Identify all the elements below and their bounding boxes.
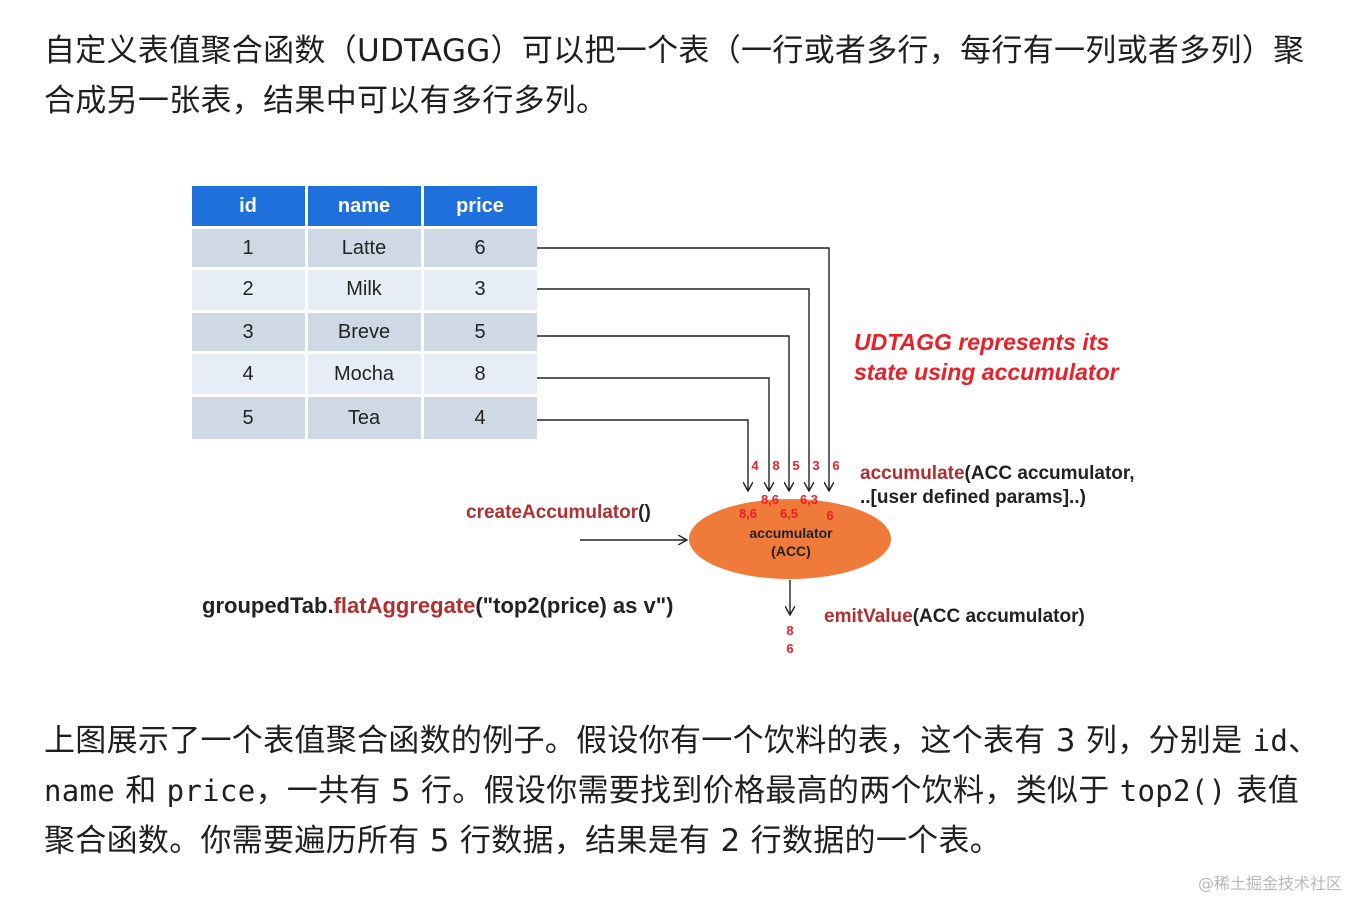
caption-line-1: UDTAGG represents its [854,329,1109,355]
output-value: 8 [786,623,793,638]
arrow-value: 6 [832,458,839,473]
arrow-value: 4 [751,458,759,473]
header-id: id [239,195,257,217]
emit-fn: emitValue [824,606,913,627]
outro-text: 上图展示了一个表值聚合函数的例子。假设你有一个饮料的表，这个表有 3 列，分别是 [44,723,1253,759]
outro-paragraph: 上图展示了一个表值聚合函数的例子。假设你有一个饮料的表，这个表有 3 列，分别是… [44,716,1324,866]
caption-line-2: state using accumulator [854,359,1120,385]
acc-state: 6 [826,508,833,523]
arrow-value: 3 [812,458,819,473]
acc-state: 8,6 [739,506,757,521]
cell-name: Tea [348,407,381,429]
accumulate-label: accumulate(ACC accumulator, [860,463,1135,484]
table-body: 1 Latte 6 2 Milk 3 3 Breve 5 4 Mocha 8 5… [192,229,537,439]
accumulator-states: 8,6 6,3 8,6 6,5 6 [739,492,834,523]
table-row: 3 Breve 5 [242,321,485,343]
cell-price: 8 [474,363,485,385]
cell-price: 5 [474,321,485,343]
outro-text: ，一共有 5 行。假设你需要找到价格最高的两个饮料，类似于 [255,773,1120,809]
outro-text: 表值聚合函数。你需要遍历所有 5 行数据，结果是有 2 行数据的一个表。 [44,773,1300,859]
outro-text: 和 [115,773,167,809]
create-fn: createAccumulator [466,502,639,523]
grouped-tab-label: groupedTab.flatAggregate("top2(price) as… [202,593,674,618]
arrow-values: 4 8 5 3 6 [751,458,839,473]
code-name: name [44,774,116,808]
table-row: 4 Mocha 8 [242,363,485,385]
table-row: 5 Tea 4 [242,407,485,429]
emit-value-label: emitValue(ACC accumulator) [824,606,1085,627]
cell-id: 5 [242,407,253,429]
emit-args: (ACC accumulator) [913,606,1085,627]
grouped-args: ("top2(price) as v") [475,593,673,618]
cell-price: 3 [474,278,485,300]
outro-text: 、 [1288,723,1320,759]
accumulator-label: accumulator [749,525,833,541]
arrow-value: 5 [792,458,799,473]
cell-id: 4 [242,363,253,385]
cell-name: Breve [338,321,390,343]
code-top2: top2() [1119,774,1227,808]
cell-name: Milk [346,278,383,300]
accumulate-fn: accumulate [860,463,965,484]
create-args: () [638,502,651,523]
arrow-value: 8 [772,458,779,473]
acc-state: 6,5 [780,506,798,521]
grouped-fn: flatAggregate [334,593,476,618]
table-row: 1 Latte 6 [242,237,485,259]
acc-state: 8,6 [761,492,779,507]
cell-price: 6 [474,237,485,259]
accumulate-args: (ACC accumulator, [965,463,1135,484]
cell-id: 2 [242,278,253,300]
cell-price: 4 [474,407,485,429]
cell-name: Mocha [334,363,395,385]
output-value: 6 [786,641,793,656]
accumulate-args-2: ..[user defined params]..) [860,487,1086,508]
table-row: 2 Milk 3 [242,278,485,300]
accumulator-ellipse [689,499,891,579]
intro-paragraph: 自定义表值聚合函数（UDTAGG）可以把一个表（一行或者多行，每行有一列或者多列… [44,33,1305,119]
header-name: name [338,195,390,217]
grouped-prefix: groupedTab. [202,593,334,618]
row-connectors [537,247,829,490]
accumulator-acc-label: (ACC) [771,543,811,559]
cell-id: 1 [242,237,253,259]
watermark: @稀土掘金技术社区 [1197,874,1342,893]
code-price: price [166,774,256,808]
create-accumulator-label: createAccumulator() [466,502,651,523]
header-price: price [456,195,504,217]
code-id: id [1252,724,1289,758]
acc-state: 6,3 [800,492,818,507]
cell-name: Latte [342,237,386,259]
cell-id: 3 [242,321,253,343]
table-header: id name price [192,186,537,226]
